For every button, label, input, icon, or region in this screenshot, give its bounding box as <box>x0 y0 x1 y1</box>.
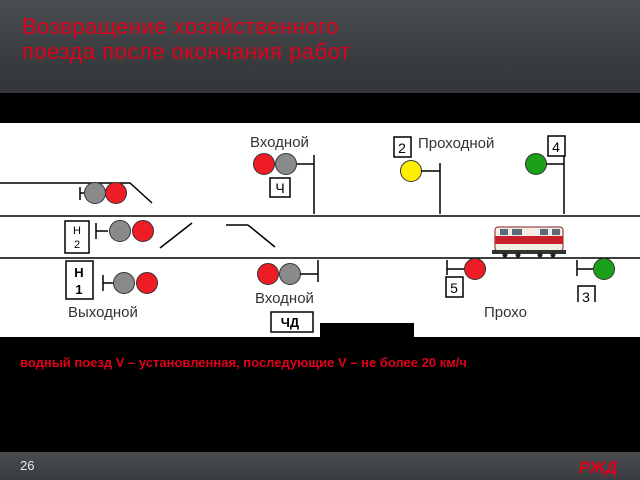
slide-footer: 26 РЖД <box>0 452 640 480</box>
track-diagram: Входной Ч Проходной 2 4 <box>0 123 640 337</box>
plate-n2-line2: 2 <box>74 239 80 251</box>
label-exit-bottom: Выходной <box>68 304 138 321</box>
signal-passage-3 <box>576 258 615 280</box>
signal-passage-2 <box>400 160 441 214</box>
lamp-red <box>105 182 127 204</box>
signal-siding-upper <box>79 182 127 204</box>
label-passage-bottom: Прохо <box>484 304 527 321</box>
page-number: 26 <box>20 458 35 473</box>
slide-title: Возвращение хозяйственного поезда после … <box>22 14 582 64</box>
lamp-gray <box>279 263 301 285</box>
diagram-notch <box>320 323 414 337</box>
speed-note: водный поезд V – установленная, последую… <box>20 355 467 370</box>
label-entry-top: Входной <box>250 134 309 151</box>
plate-chd <box>270 311 314 333</box>
signal-passage-5 <box>446 258 486 280</box>
plate-n1-line2: 1 <box>75 282 82 297</box>
lamp-gray <box>109 220 131 242</box>
lamp-red <box>257 263 279 285</box>
plate-n2 <box>64 220 90 254</box>
plate-chd-text: ЧД <box>281 315 300 330</box>
plate-4 <box>547 135 566 157</box>
lamp-red <box>253 153 275 175</box>
signal-n2 <box>95 220 154 242</box>
plate-4-text: 4 <box>552 139 560 155</box>
switch-line-right-b <box>247 224 276 248</box>
signal-entry-top <box>253 153 315 214</box>
lamp-gray <box>84 182 106 204</box>
label-entry-bottom: Входной <box>255 290 314 307</box>
lamp-green <box>525 153 547 175</box>
plate-ch-text: Ч <box>275 180 284 196</box>
separator-band <box>0 93 640 123</box>
signal-entry-bottom <box>257 260 319 285</box>
plate-n2-line1: Н <box>73 225 81 237</box>
lamp-red <box>132 220 154 242</box>
train-icon <box>492 226 566 258</box>
logo-text: РЖД <box>579 458 618 477</box>
rzd-logo-icon: РЖД <box>579 458 618 477</box>
lamp-red <box>464 258 486 280</box>
plate-2 <box>393 136 412 158</box>
plate-2-text: 2 <box>398 140 406 156</box>
lamp-red <box>136 272 158 294</box>
track-diagram-svg: Входной Ч Проходной 2 4 <box>0 134 640 333</box>
label-passage-top: Проходной <box>418 135 494 152</box>
plate-5 <box>445 276 464 298</box>
slide-header: Возвращение хозяйственного поезда после … <box>0 0 640 93</box>
plate-3-text: 3 <box>582 289 590 305</box>
slide-title-line2: поезда после окончания работ <box>22 39 351 64</box>
siding-upper <box>0 182 153 204</box>
lamp-gray <box>113 272 135 294</box>
plate-5-text: 5 <box>450 280 458 296</box>
lamp-green <box>593 258 615 280</box>
signal-passage-4 <box>525 153 565 214</box>
plate-ch <box>269 177 291 198</box>
lamp-yellow <box>400 160 422 182</box>
slide-title-line1: Возвращение хозяйственного <box>22 14 339 39</box>
plate-n1-line1: Н <box>74 265 83 280</box>
diagram-corner <box>528 302 640 337</box>
plate-n1 <box>65 260 94 300</box>
switch-line-left <box>159 222 193 249</box>
signal-n1 <box>102 272 158 294</box>
lamp-gray <box>275 153 297 175</box>
